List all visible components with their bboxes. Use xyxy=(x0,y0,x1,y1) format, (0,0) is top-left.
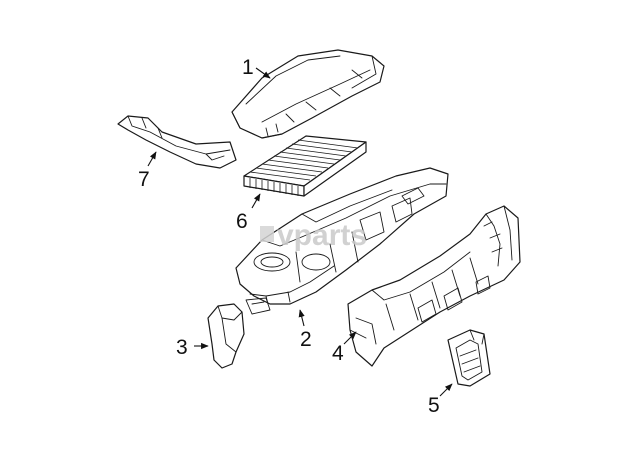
leader-arrow-2 xyxy=(298,309,305,327)
leader-lines xyxy=(147,67,453,397)
air-filter-housing-cover xyxy=(231,49,385,139)
callout-3: 3 xyxy=(176,336,188,359)
air-filter-element xyxy=(243,135,367,197)
leader-arrow-4 xyxy=(343,331,357,345)
leader-arrow-6 xyxy=(251,193,261,209)
callout-7: 7 xyxy=(138,168,150,191)
watermark: vparts xyxy=(260,219,367,252)
callout-2: 2 xyxy=(300,328,312,351)
air-filter-housing-lower xyxy=(235,167,449,305)
callout-1: 1 xyxy=(242,56,254,79)
leader-arrow-5 xyxy=(439,383,453,397)
watermark-text: vparts xyxy=(277,219,367,252)
callout-5: 5 xyxy=(428,394,440,417)
callout-4: 4 xyxy=(332,342,344,365)
intake-resonator-duct xyxy=(347,205,521,367)
leader-arrow-1 xyxy=(255,67,271,79)
intake-inlet-grille xyxy=(447,329,491,387)
callout-6: 6 xyxy=(236,210,248,233)
intake-air-guide xyxy=(117,115,237,169)
intake-duct-elbow xyxy=(207,297,271,369)
leader-arrow-7 xyxy=(147,151,157,167)
watermark-logo-icon xyxy=(260,226,274,242)
callout-labels: 1 2 3 4 5 6 7 xyxy=(138,56,440,417)
